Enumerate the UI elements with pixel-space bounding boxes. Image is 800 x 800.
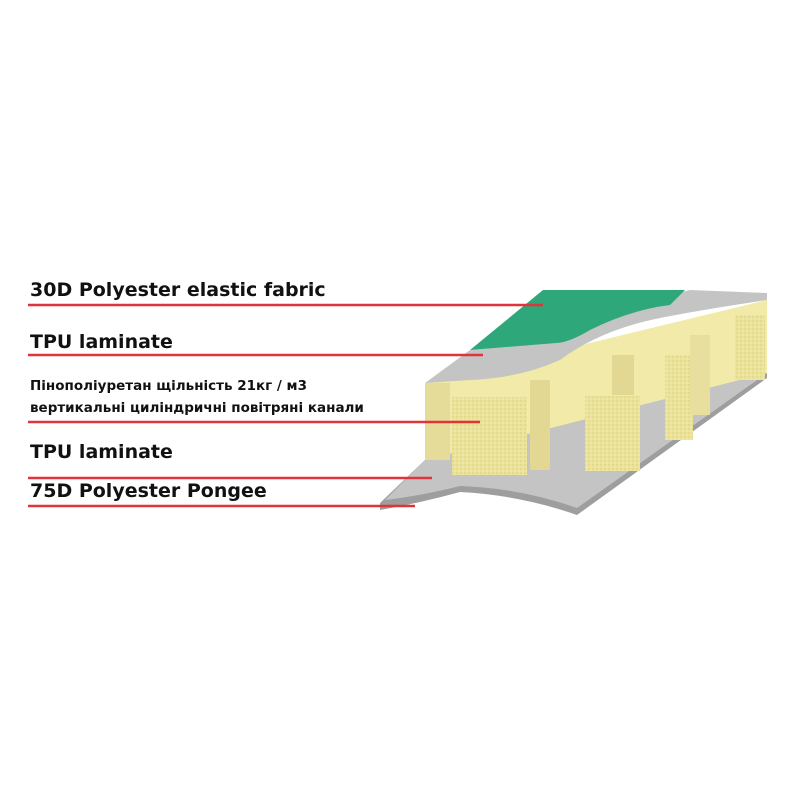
foam-texture	[735, 315, 765, 380]
air-channel	[612, 355, 634, 395]
label-outer-fabric: 30D Polyester elastic fabric	[30, 279, 326, 301]
air-channel	[690, 335, 710, 415]
air-channel	[530, 380, 550, 470]
label-inner-fabric: 75D Polyester Pongee	[30, 480, 267, 502]
label-foam-line1: Пінополіуретан щільність 21кг / м3	[30, 378, 307, 394]
label-tpu-top: TPU laminate	[30, 331, 173, 353]
foam-texture	[452, 397, 527, 475]
outer-fabric-layer	[470, 290, 685, 350]
tpu-top-layer	[425, 290, 767, 383]
foam-texture	[665, 355, 693, 440]
foam-texture	[585, 396, 640, 471]
label-foam-line2: вертикальні циліндричні повітряні канали	[30, 400, 364, 416]
leader-lines	[28, 303, 543, 508]
label-tpu-bottom: TPU laminate	[30, 441, 173, 463]
